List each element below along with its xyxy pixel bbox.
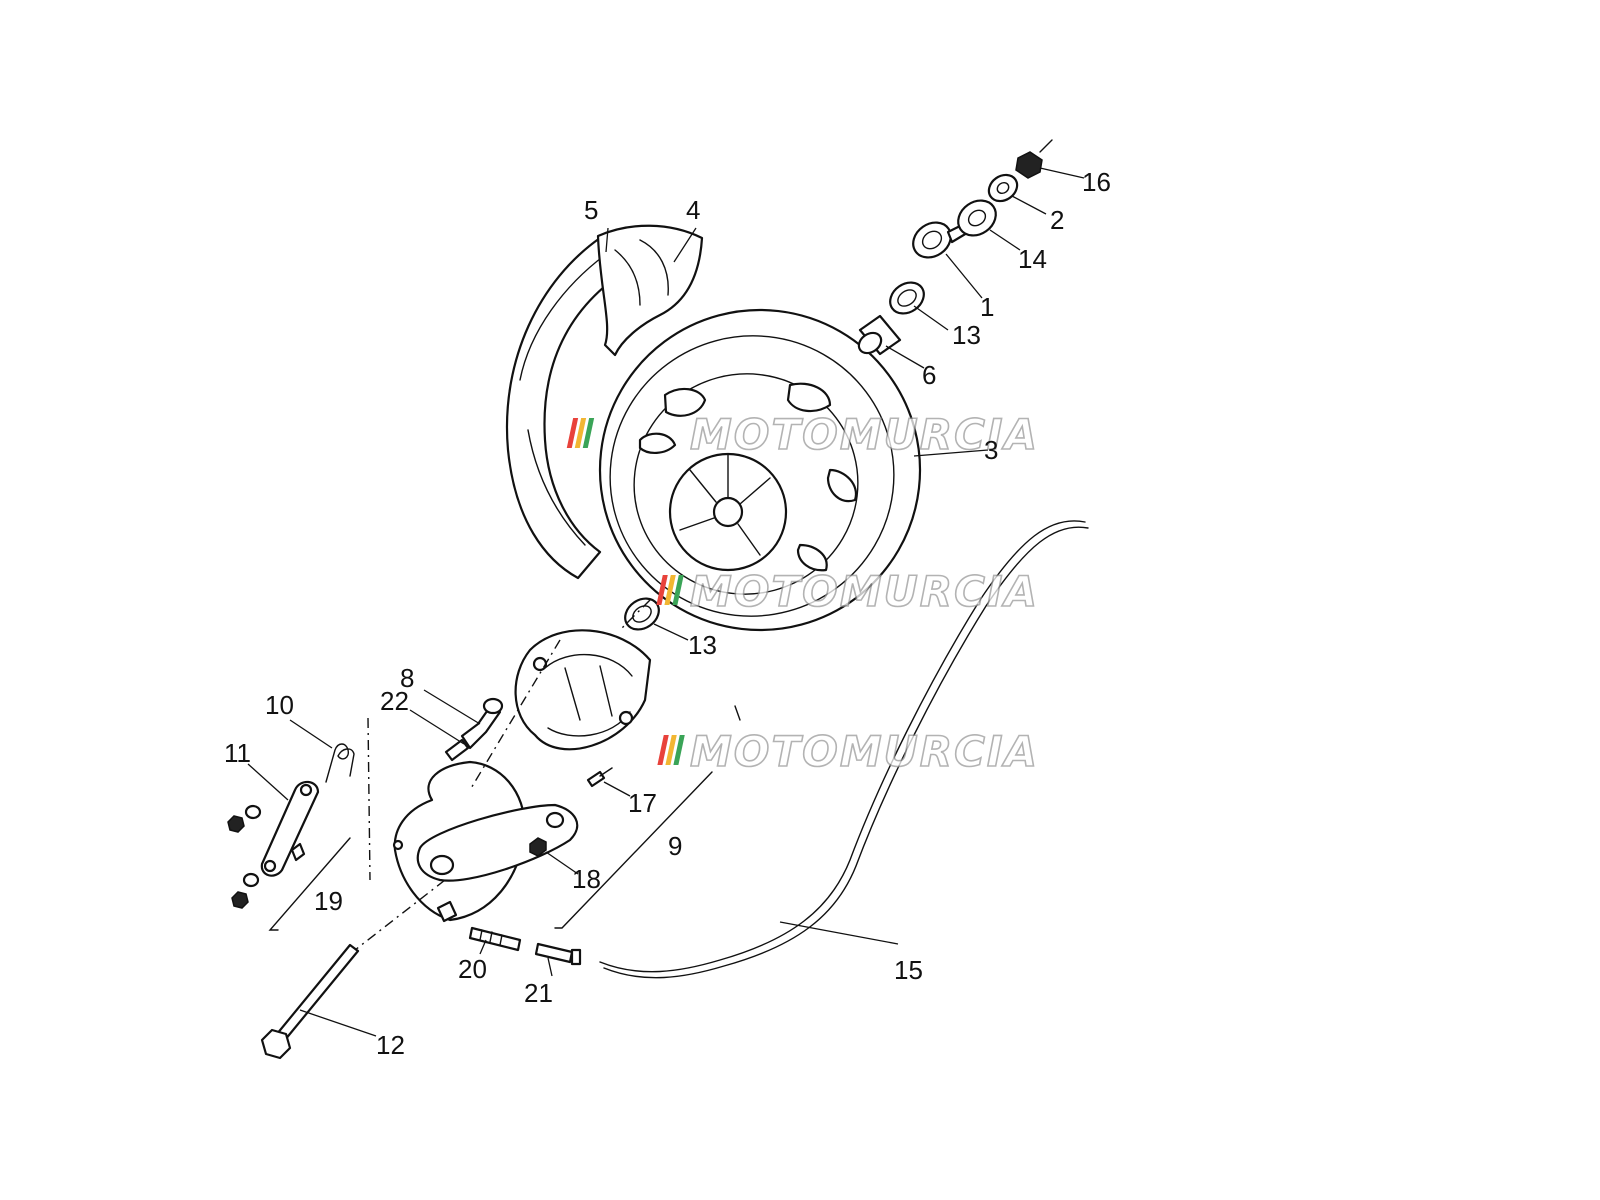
screw-20 [468,926,522,952]
brake-cable [599,520,1089,979]
leader-lines [247,167,1085,1037]
nuts-washers [227,804,262,909]
callout-15: 15 [894,955,923,985]
screw-17 [586,767,613,788]
callout-8: 8 [400,663,414,693]
mudguard [505,236,642,580]
watermark-top: MOTOMURCIA [566,409,1039,460]
callout-6: 6 [922,360,936,390]
bearing-13-lower [624,597,660,631]
watermark-text-top: MOTOMURCIA [690,410,1039,459]
callout-5: 5 [584,195,598,225]
brake-plate [392,760,579,923]
adjuster-21 [534,942,582,966]
callout-3: 3 [984,435,998,465]
callout-13-upper: 13 [952,320,981,350]
callout-13-lower: 13 [688,630,717,660]
callout-20: 20 [458,954,487,984]
callout-14: 14 [1018,244,1047,274]
watermark-middle: MOTOMURCIA [656,566,1039,617]
callout-21: 21 [524,978,553,1008]
callout-22: 22 [380,686,409,716]
brake-lever [260,780,320,877]
callout-2: 2 [1050,205,1064,235]
callout-11: 11 [224,738,251,768]
callout-labels: 5 4 3 6 13 1 14 2 16 13 8 22 10 11 17 9 … [224,167,1111,1060]
assembly-lines [268,599,741,951]
bearing-13-upper [889,281,925,315]
callout-19: 19 [314,886,343,916]
washer-2 [987,173,1019,203]
callout-10: 10 [265,690,294,720]
wheel [598,308,922,632]
callout-12: 12 [376,1030,405,1060]
spacer-6 [857,314,902,356]
callout-17: 17 [628,788,657,818]
watermark-text-middle: MOTOMURCIA [690,567,1039,616]
cam-shaft [444,697,504,762]
callout-1: 1 [980,292,994,322]
callout-16: 16 [1082,167,1111,197]
callout-18: 18 [572,864,601,894]
bush-14 [957,199,997,237]
watermark-text-bottom: MOTOMURCIA [690,727,1039,776]
callout-4: 4 [686,195,700,225]
nut-16 [1015,139,1053,179]
watermark-bottom: MOTOMURCIA [657,726,1039,777]
nut-18 [529,837,547,857]
axle-bolt [260,943,360,1060]
spring [325,743,355,783]
callout-9: 9 [668,831,682,861]
brake-shoes [514,629,652,751]
